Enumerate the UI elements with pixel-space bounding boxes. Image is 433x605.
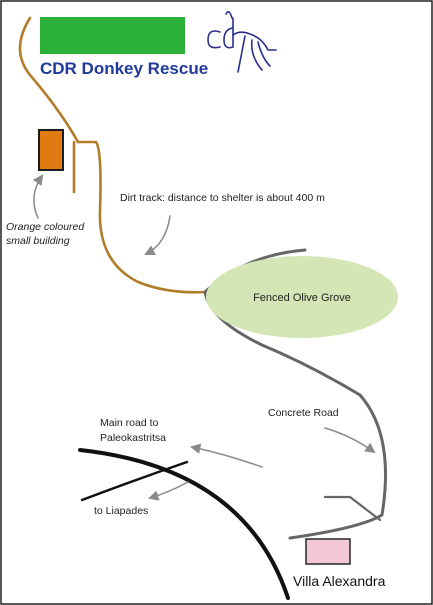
arrow-to-dirt-track-icon (144, 215, 171, 255)
arrow-to-main-road-icon (189, 443, 263, 468)
title: CDR Donkey Rescue (40, 59, 208, 78)
liapades-label: to Liapades (94, 505, 148, 517)
villa-block (305, 538, 351, 565)
concrete-road-branch (323, 495, 382, 522)
dirt-track (18, 16, 207, 294)
donkey-logo-icon (207, 10, 277, 73)
olive-grove (206, 256, 398, 338)
main-road (78, 448, 290, 600)
main-road-label-line-2: Paleokastritsa (100, 432, 166, 444)
olive-grove-label: Fenced Olive Grove (253, 292, 351, 304)
arrow-to-concrete-road-icon (324, 427, 376, 454)
concrete-road-label: Concrete Road (268, 407, 339, 419)
main-road-label: Main road to Paleokastritsa (100, 417, 166, 444)
annotation-arrows (32, 174, 376, 501)
arrow-to-orange-building-icon (32, 174, 44, 219)
arrow-to-liapades-road-icon (147, 481, 189, 501)
orange-building-label: Orange coloured small building (6, 221, 87, 247)
dirt-track-label: Dirt track: distance to shelter is about… (120, 192, 325, 204)
orange-building-label-line-2: small building (6, 235, 70, 247)
villa-label: Villa Alexandra (293, 573, 386, 589)
main-road-label-line-1: Main road to (100, 417, 159, 429)
liapades-road (80, 460, 189, 502)
shelter-block (40, 17, 185, 54)
orange-building-label-line-1: Orange coloured (6, 221, 85, 233)
orange-building (38, 129, 64, 171)
